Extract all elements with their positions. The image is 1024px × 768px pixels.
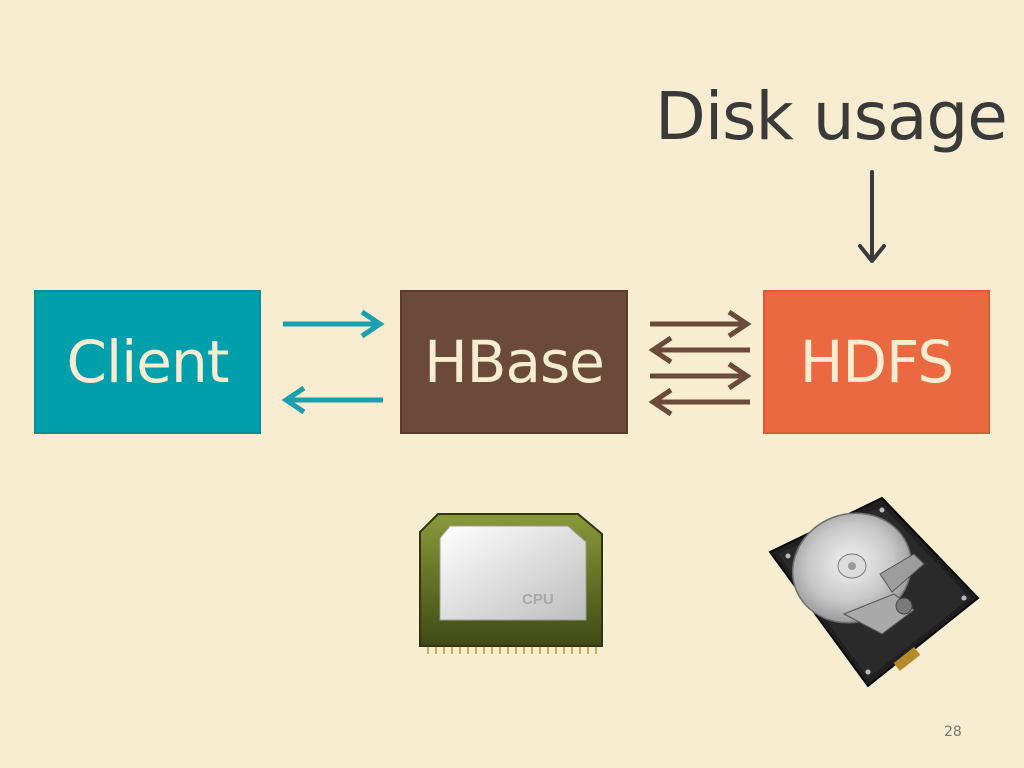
client-label: Client bbox=[66, 328, 230, 396]
hbase-to-hdfs-arrow-2 bbox=[650, 361, 752, 391]
client-box: Client bbox=[34, 290, 261, 434]
cpu-icon-text: CPU bbox=[522, 591, 554, 608]
hdfs-label: HDFS bbox=[799, 328, 954, 396]
page-number: 28 bbox=[944, 724, 962, 740]
hbase-to-client-arrow bbox=[281, 385, 383, 415]
hbase-box: HBase bbox=[400, 290, 628, 434]
disk-usage-label: Disk usage bbox=[655, 78, 1008, 155]
hard-disk-icon bbox=[768, 496, 980, 688]
disk-usage-arrow bbox=[858, 170, 886, 263]
cpu-chip-icon: CPU bbox=[419, 513, 603, 654]
client-to-hbase-arrow bbox=[283, 309, 385, 339]
hbase-label: HBase bbox=[424, 328, 605, 396]
hdfs-to-hbase-arrow-1 bbox=[648, 335, 750, 365]
hdfs-box: HDFS bbox=[763, 290, 990, 434]
hdfs-to-hbase-arrow-2 bbox=[648, 387, 750, 417]
hbase-to-hdfs-arrow-1 bbox=[650, 309, 752, 339]
